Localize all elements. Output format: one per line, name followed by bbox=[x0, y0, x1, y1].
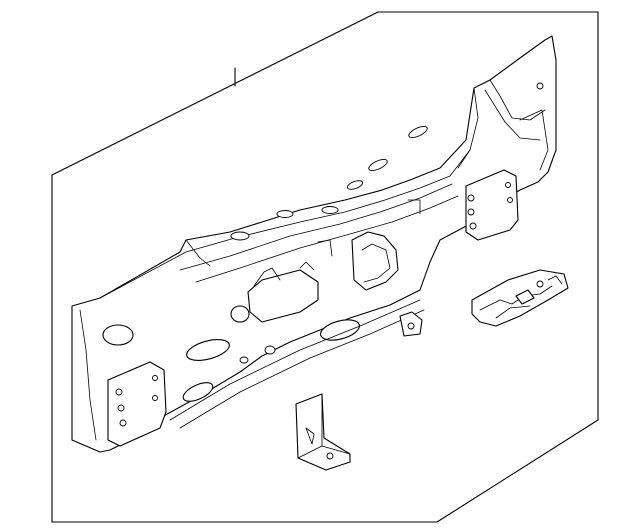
backdrop-panel bbox=[51, 11, 599, 523]
right-bracket-part[interactable] bbox=[471, 269, 569, 327]
lower-l-bracket-part[interactable] bbox=[295, 393, 351, 471]
rear-body-panel[interactable] bbox=[71, 35, 557, 453]
